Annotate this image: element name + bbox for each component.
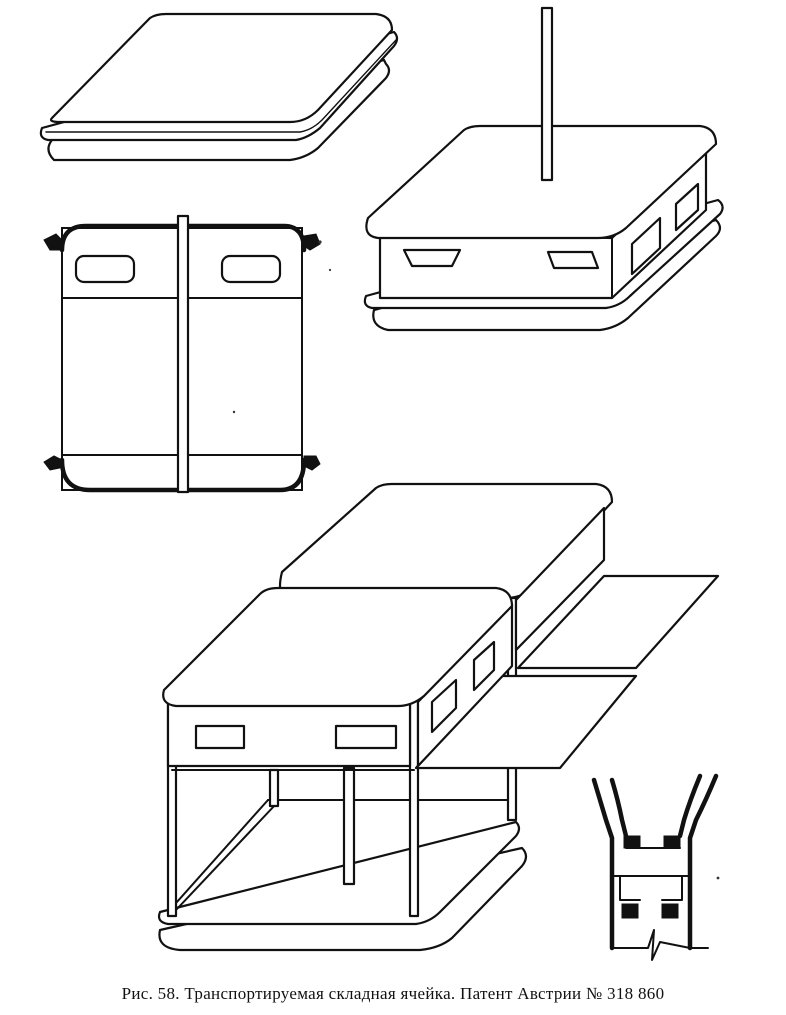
container-cross-section-drawing <box>43 214 321 494</box>
container-expanded-perspective-drawing <box>157 482 720 952</box>
joint-detail-drawing <box>591 773 719 961</box>
figure-caption: Рис. 58. Транспортируемая складная ячейк… <box>121 984 665 1003</box>
patent-figure <box>39 6 724 961</box>
paper-specks <box>232 240 720 880</box>
container-lid-drawing <box>39 12 399 162</box>
container-closed-perspective-drawing <box>363 6 724 332</box>
